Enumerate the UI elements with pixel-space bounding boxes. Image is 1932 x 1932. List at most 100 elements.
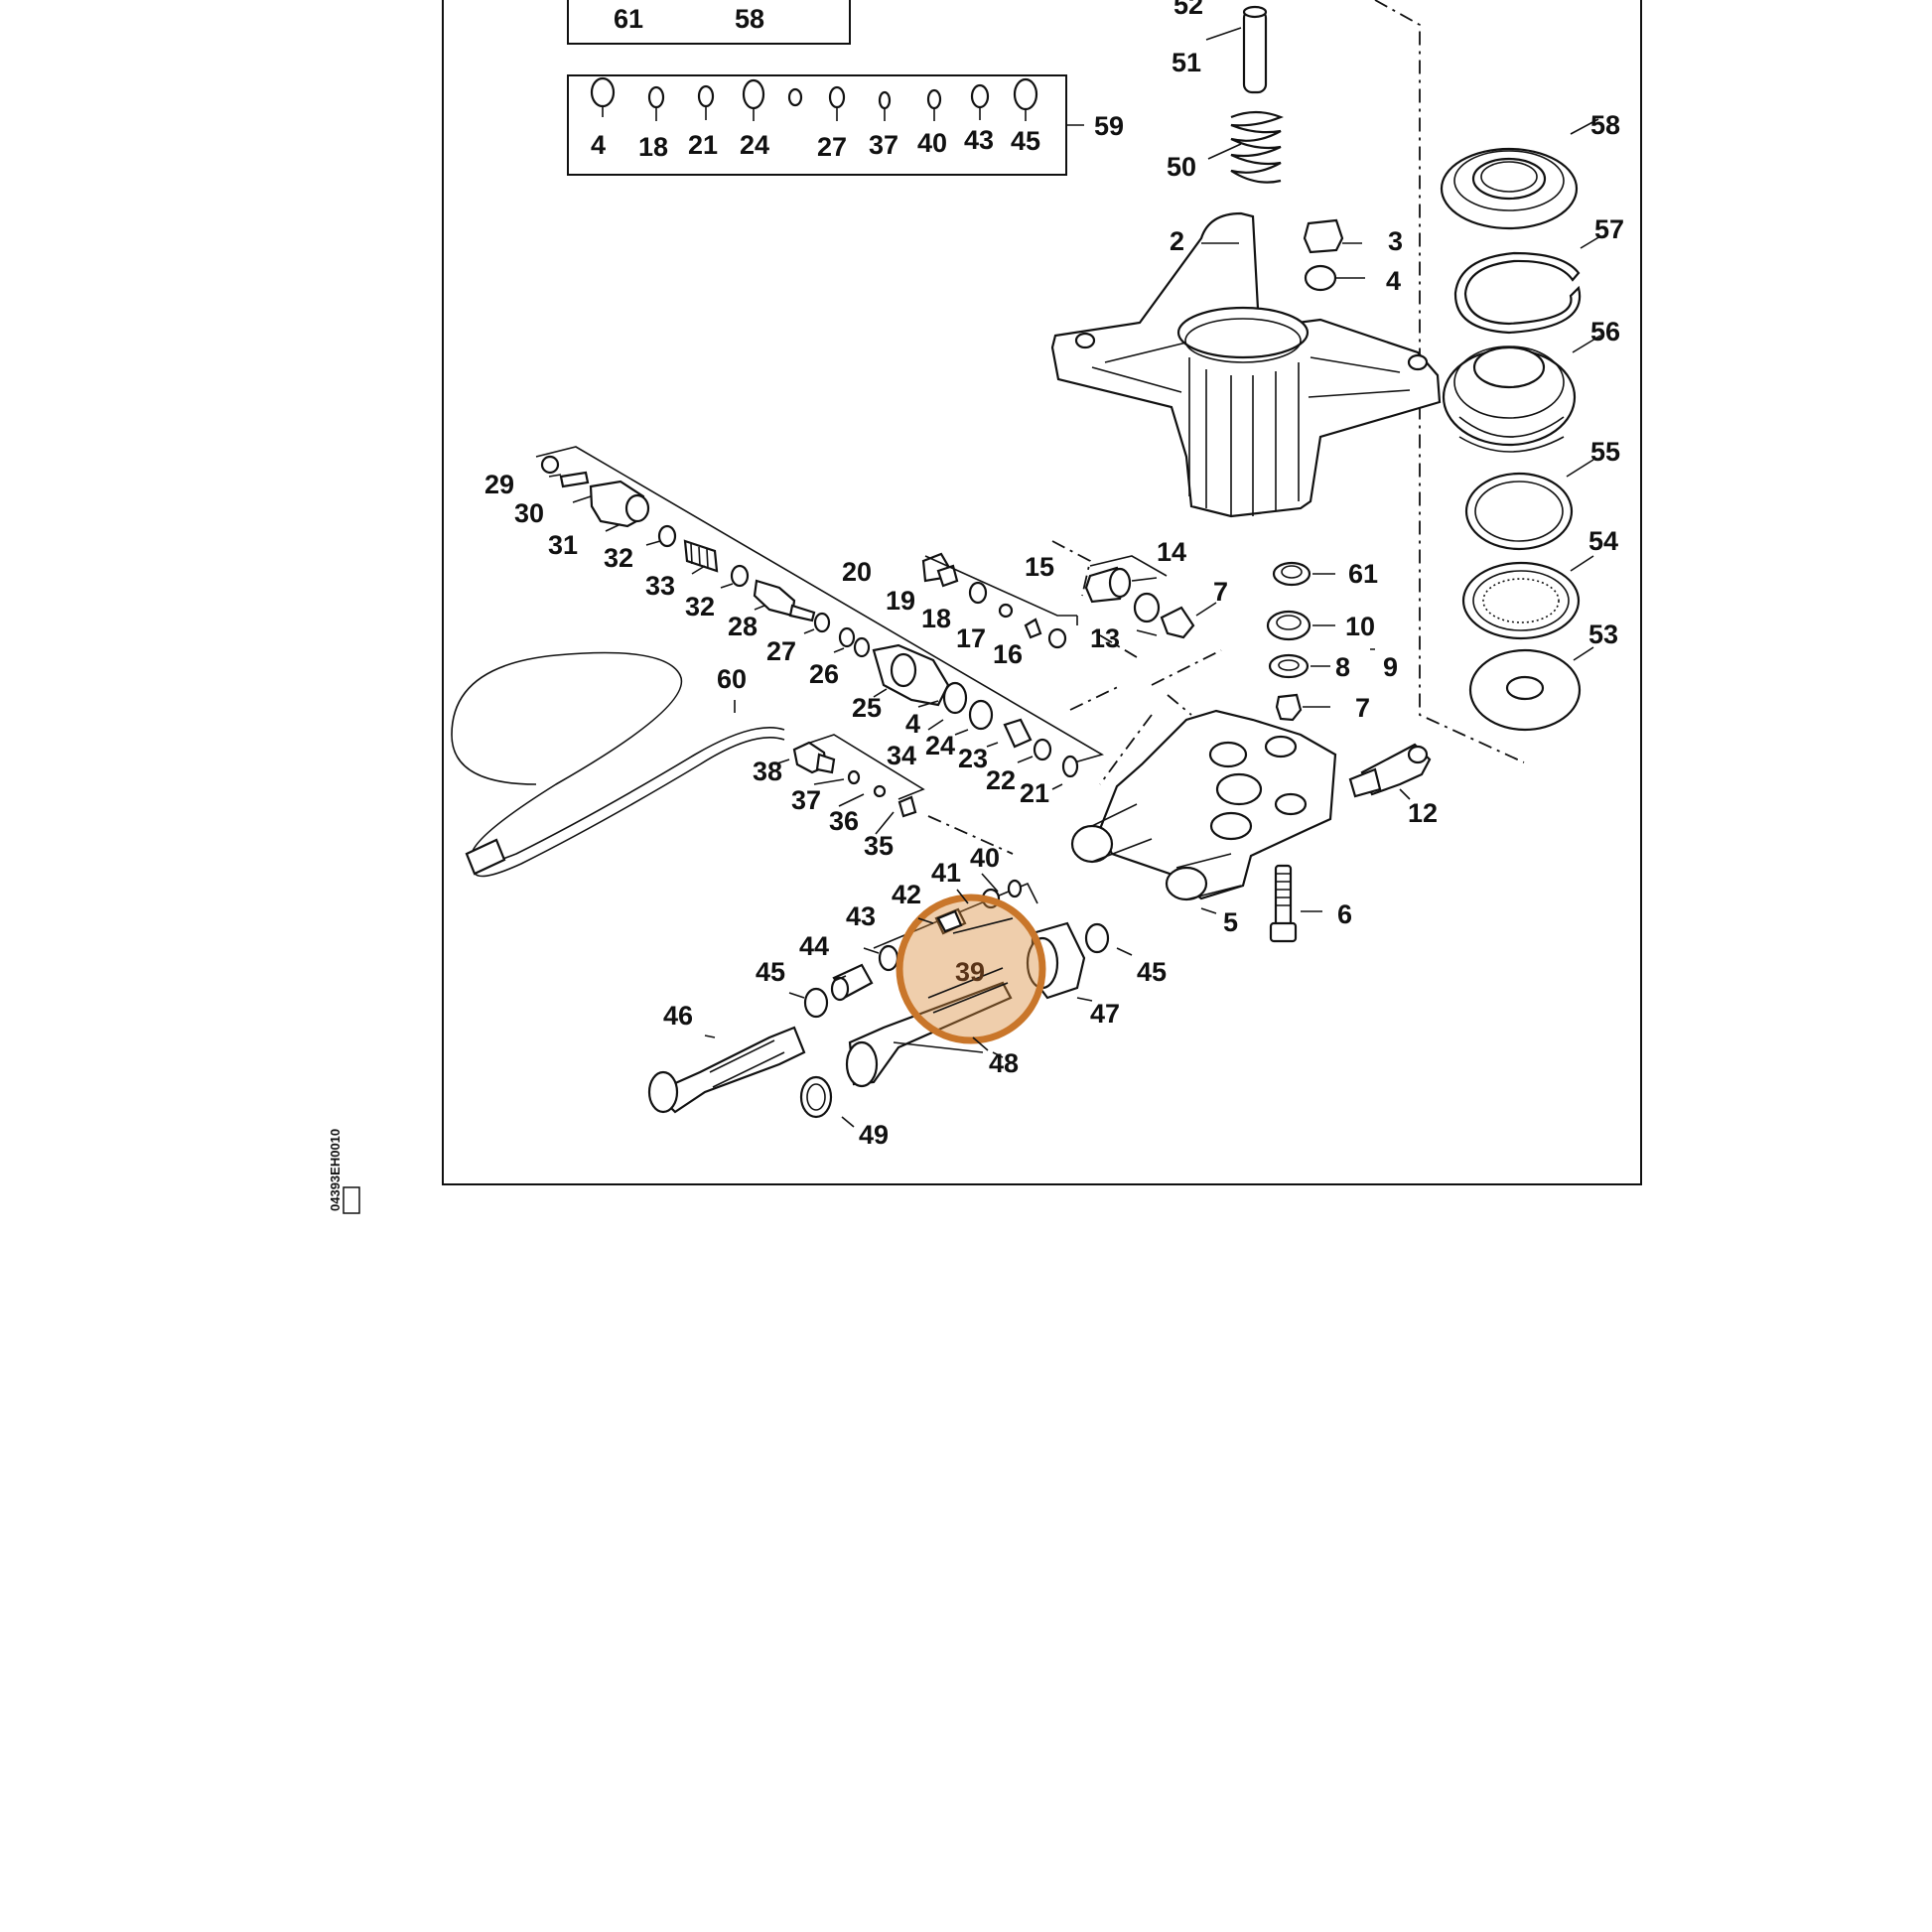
washer-53 [1468, 648, 1582, 732]
o-ring-32b [730, 564, 750, 588]
callout-36: 36 [829, 806, 859, 836]
o-ring-45-right [1084, 922, 1110, 954]
callout-28: 28 [728, 612, 758, 641]
callout-17: 17 [956, 623, 986, 653]
crankcase-2 [1050, 211, 1442, 518]
o-ring-4-top [1304, 264, 1337, 292]
callout-23: 23 [958, 744, 988, 773]
callout-26: 26 [809, 659, 839, 689]
hose-60 [451, 651, 785, 878]
inlet-48 [845, 981, 1013, 1088]
callout-22: 22 [986, 765, 1016, 795]
seal-8 [1268, 653, 1310, 679]
callout-5: 5 [1223, 907, 1238, 937]
callout-6: 6 [1337, 899, 1352, 929]
callout-35: 35 [864, 831, 894, 861]
assembly-line-lower [927, 714, 1153, 855]
seal-58 [1440, 147, 1579, 230]
callout-21: 21 [1020, 778, 1049, 808]
row-bracket-bottom [873, 882, 1038, 949]
callout-32b: 32 [685, 592, 715, 621]
injector-46 [647, 1026, 806, 1114]
piston-pin-51 [1242, 5, 1268, 94]
valve-23 [1003, 718, 1033, 749]
kit-box-59: 4 18 21 24 27 37 40 43 45 59 [567, 74, 1124, 176]
o-ring-27 [813, 612, 831, 633]
callout-52: 52 [1173, 0, 1203, 20]
callout-50: 50 [1167, 152, 1196, 182]
bolt-6 [1269, 864, 1298, 943]
callout-labels: 52 51 50 2 3 4 58 57 56 55 54 53 61 10 8… [484, 0, 1624, 1150]
kit59-label-37: 37 [869, 130, 898, 160]
callout-4-top: 4 [1386, 266, 1401, 296]
kit59-label-4: 4 [591, 130, 606, 160]
callout-16: 16 [993, 639, 1023, 669]
o-ring-21 [1061, 755, 1079, 778]
o-ring-18 [968, 581, 988, 605]
row-bracket-lower [803, 734, 925, 800]
callout-55: 55 [1590, 437, 1620, 467]
callout-49: 49 [859, 1120, 889, 1150]
callout-31: 31 [548, 530, 578, 560]
svg-text:04393EH0010: 04393EH0010 [328, 1129, 343, 1211]
kit-box-top: 61 58 [567, 0, 851, 45]
o-ring-43 [878, 944, 899, 972]
callout-51: 51 [1172, 48, 1201, 77]
callout-34: 34 [887, 741, 916, 770]
washer-55 [1464, 472, 1574, 551]
callout-19: 19 [886, 586, 915, 616]
callout-7-upper: 7 [1213, 577, 1228, 607]
callout-24: 24 [925, 731, 955, 760]
highlight-part-39[interactable]: 39 [896, 894, 1046, 1044]
o-ring-13 [1133, 592, 1161, 623]
callout-12: 12 [1408, 798, 1438, 828]
callout-46: 46 [663, 1001, 693, 1031]
callout-18: 18 [921, 604, 951, 633]
fitting-38 [792, 741, 836, 774]
callout-56: 56 [1590, 317, 1620, 346]
spring-33 [683, 539, 719, 573]
side-code-box [343, 1186, 360, 1214]
valve-44 [830, 963, 874, 1002]
spring-50 [1230, 110, 1284, 184]
unloader-12 [1348, 743, 1432, 798]
callout-7-lower: 7 [1355, 693, 1370, 723]
side-code: 04393EH0010 [328, 1129, 343, 1211]
callout-3: 3 [1388, 226, 1403, 256]
highlight-label-39: 39 [955, 957, 985, 987]
callout-61: 61 [1348, 559, 1378, 589]
callout-30: 30 [514, 498, 544, 528]
callout-41: 41 [931, 858, 961, 888]
callout-44: 44 [799, 931, 829, 961]
row-bracket-upper [535, 446, 1105, 765]
callout-40: 40 [970, 843, 1000, 873]
callout-8: 8 [1335, 652, 1350, 682]
o-ring-26b [853, 636, 871, 658]
kit59-label-40: 40 [917, 128, 947, 158]
washer-17 [998, 603, 1014, 619]
kit59-label-45: 45 [1011, 126, 1040, 156]
callout-4-mid: 4 [905, 709, 920, 739]
o-ring-4-mid [942, 681, 968, 715]
callout-25: 25 [852, 693, 882, 723]
seal-61 [1272, 561, 1311, 587]
bearing-56 [1442, 345, 1577, 453]
callout-33: 33 [645, 571, 675, 601]
kit59-label-24: 24 [740, 130, 769, 160]
kit59-label-21: 21 [688, 130, 718, 160]
callout-32a: 32 [604, 543, 633, 573]
o-ring-24 [968, 699, 994, 731]
spring-35 [897, 795, 917, 818]
callout-45-right: 45 [1137, 957, 1167, 987]
seal-10 [1266, 610, 1311, 641]
plug-3 [1303, 218, 1344, 254]
spring-16 [1024, 618, 1042, 639]
o-ring-26 [838, 626, 856, 648]
washer-49 [799, 1075, 833, 1119]
o-ring-32a [657, 524, 677, 548]
callout-14: 14 [1157, 537, 1186, 567]
kit-top-label-58: 58 [735, 4, 764, 34]
valve-body-25 [872, 643, 950, 707]
callout-29: 29 [484, 470, 514, 499]
